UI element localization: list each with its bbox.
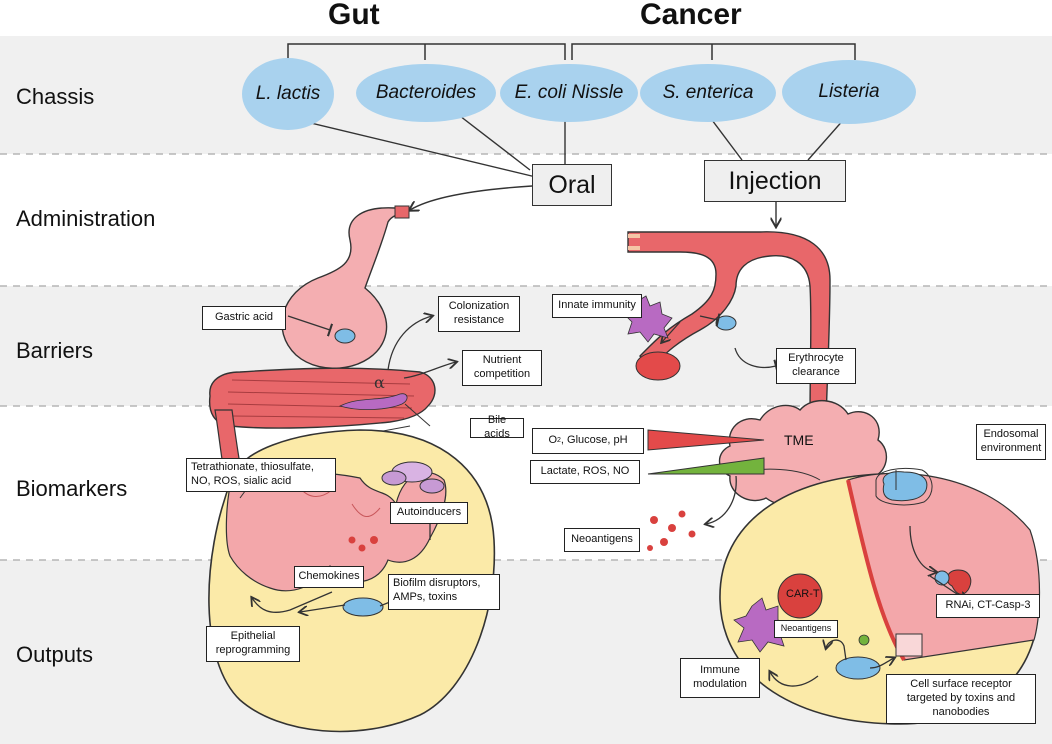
endo-line-1: Endosomal: [983, 428, 1039, 441]
erythro-line-1: Erythrocyte: [788, 352, 844, 365]
route-injection: Injection: [704, 160, 846, 202]
chassis-s-enterica: S. enterica: [640, 64, 776, 122]
neoantigen-dots: [647, 510, 696, 551]
chassis-e-coli-nissle: E. coli Nissle: [500, 64, 638, 122]
label-cell-surface-receptor: Cell surface receptor targeted by toxins…: [886, 674, 1036, 724]
o2-prefix: O: [548, 434, 557, 447]
nutrient-line-2: competition: [473, 368, 531, 380]
label-car-t: CAR-T: [786, 588, 820, 600]
o2-subscript: 2: [557, 436, 561, 444]
cancer-zoom-cell: [719, 467, 1041, 725]
label-rnai-ct-casp-3: RNAi, CT-Casp-3: [936, 594, 1040, 618]
lactate-gradient-wedge: [647, 457, 765, 475]
cell-line-1: Cell surface receptor: [910, 678, 1012, 691]
o2-rest: , Glucose, pH: [560, 434, 628, 447]
cell-line-3: nanobodies: [932, 705, 990, 718]
label-neoantigens: Neoantigens: [564, 528, 640, 552]
label-chemokines: Chemokines: [294, 566, 364, 588]
chassis-connectors: [289, 115, 846, 179]
label-immune-modulation: Immune modulation: [680, 658, 760, 698]
route-oral: Oral: [532, 164, 612, 206]
chassis-bacteroides: Bacteroides: [356, 64, 496, 122]
title-brackets: [287, 43, 856, 60]
label-neoantigens-small: Neoantigens: [774, 620, 838, 638]
alpha-icon: α: [374, 373, 385, 392]
epi-line-2: reprogramming: [215, 644, 291, 656]
row-label-outputs: Outputs: [16, 642, 94, 667]
label-epithelial-reprogramming: Epithelial reprogramming: [206, 626, 300, 662]
oral-arrow: [410, 185, 533, 210]
chassis-listeria: Listeria: [782, 60, 916, 124]
row-label-biomarkers: Biomarkers: [16, 476, 128, 501]
immune-line-2: modulation: [693, 678, 747, 690]
endo-line-2: environment: [980, 442, 1042, 454]
label-autoinducers: Autoinducers: [390, 502, 468, 524]
biofilm-line-1: Biofilm disruptors,: [393, 577, 481, 589]
tetra-line-2: NO, ROS, sialic acid: [191, 474, 292, 487]
tetra-line-1: Tetrathionate, thiosulfate,: [191, 461, 314, 473]
label-tme: TME: [784, 432, 814, 448]
biofilm-line-2: AMPs, toxins: [393, 590, 458, 603]
o2-gradient-wedge: [647, 429, 765, 451]
epi-line-1: Epithelial: [230, 630, 276, 643]
neoantigen-arrow: [706, 475, 737, 524]
gut-barrier-arrows: [287, 316, 456, 379]
immune-line-1: Immune: [700, 664, 740, 677]
row-label-administration: Administration: [16, 206, 156, 231]
label-tetrathionate: Tetrathionate, thiosulfate, NO, ROS, sia…: [186, 458, 336, 492]
blood-vessel: [627, 231, 831, 421]
row-label-chassis: Chassis: [16, 84, 95, 109]
row-label-barriers: Barriers: [16, 338, 94, 363]
label-bile-acids: Bile acids: [470, 414, 524, 440]
nutrient-line-1: Nutrient: [482, 354, 522, 367]
label-colonization-resistance: Colonization resistance: [438, 296, 520, 332]
cell-line-2: targeted by toxins and: [906, 692, 1016, 705]
label-nutrient-competition: Nutrient competition: [462, 350, 542, 386]
colonization-line-2: resistance: [453, 314, 505, 326]
label-biofilm-disruptors: Biofilm disruptors, AMPs, toxins: [388, 574, 500, 610]
label-gastric-acid: Gastric acid: [202, 306, 286, 330]
label-lactate-ros-no: Lactate, ROS, NO: [530, 460, 640, 484]
colonization-line-1: Colonization: [448, 300, 510, 313]
title-cancer: Cancer: [640, 0, 742, 31]
erythro-line-2: clearance: [792, 366, 840, 378]
chassis-l-lactis: L. lactis: [242, 58, 334, 130]
label-innate-immunity: Innate immunity: [552, 294, 642, 318]
label-erythrocyte-clearance: Erythrocyte clearance: [776, 348, 856, 384]
title-gut: Gut: [328, 0, 380, 31]
gi-tract: [208, 205, 436, 501]
label-endosomal-environment: Endosomal environment: [976, 424, 1046, 460]
